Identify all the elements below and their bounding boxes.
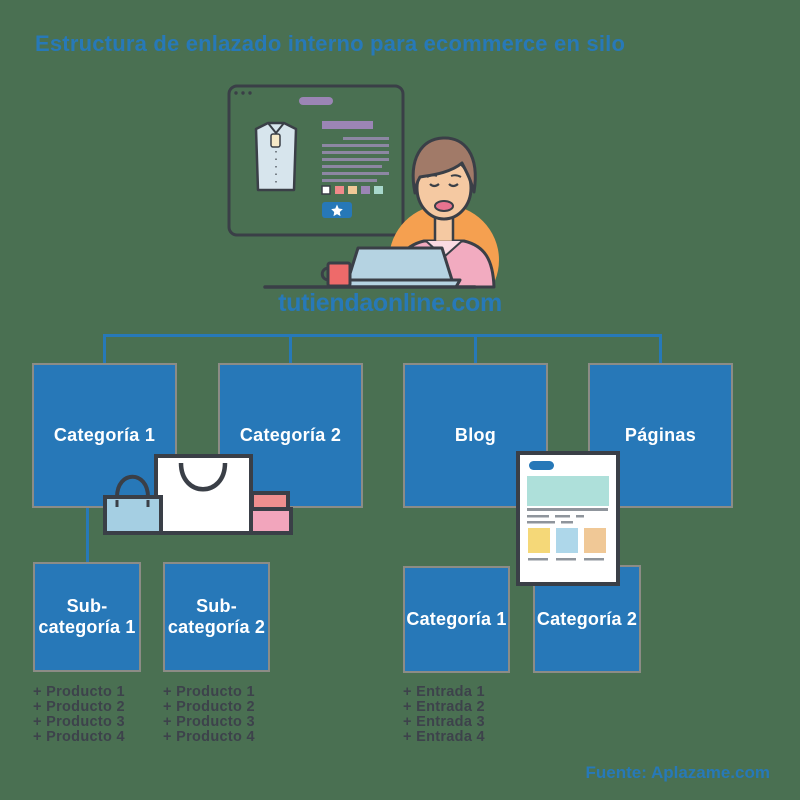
star-icon — [331, 204, 343, 217]
node-paginas: Páginas — [588, 363, 733, 508]
node-label: Sub- — [196, 596, 237, 616]
list-item: + Entrada 2 — [403, 699, 485, 715]
node-categoria-1: Categoría 1 — [32, 363, 177, 508]
color-swatches — [321, 185, 383, 195]
node-label: Blog — [454, 425, 497, 445]
product-list-1: + Producto 1 + Producto 2 + Producto 3 +… — [33, 685, 125, 745]
node-label: Categoría 2 — [536, 608, 638, 629]
list-item: + Producto 2 — [33, 699, 125, 715]
list-item: + Producto 1 — [33, 684, 125, 700]
node-label: Páginas — [624, 425, 697, 445]
node-label: Categoría 1 — [406, 609, 507, 629]
laptop-icon — [338, 246, 462, 289]
storefront-illustration — [227, 84, 499, 289]
node-blog-categoria-1: Categoría 1 — [403, 566, 510, 673]
page-title: Estructura de enlazado interno para ecom… — [35, 31, 626, 56]
product-list-2: + Producto 1 + Producto 2 + Producto 3 +… — [163, 685, 255, 745]
node-label: Categoría 1 — [53, 425, 156, 445]
connector-categoria2 — [289, 334, 292, 364]
node-label: categoría 2 — [167, 617, 266, 637]
list-item: + Producto 2 — [163, 699, 255, 715]
source-credit: Fuente: Aplazame.com — [585, 763, 770, 782]
blog-page-icon — [516, 451, 620, 586]
list-item: + Producto 1 — [163, 684, 255, 700]
browser-window-icon — [227, 84, 405, 237]
connector-categoria1 — [103, 334, 106, 364]
list-item: + Entrada 3 — [403, 714, 485, 730]
node-label: Sub- — [66, 596, 108, 616]
list-item: + Producto 4 — [33, 729, 125, 745]
tree-horizontal-connector — [103, 334, 662, 337]
connector-subcategoria1 — [86, 508, 89, 563]
connector-blog — [474, 334, 477, 364]
node-subcategoria-2: Sub- categoría 2 — [163, 562, 270, 672]
coffee-mug-icon — [320, 261, 352, 288]
connector-paginas — [659, 334, 662, 364]
website-domain: tutiendaonline.com — [278, 289, 502, 317]
list-item: + Entrada 1 — [403, 684, 485, 700]
shopping-bags-icon — [103, 454, 293, 535]
product-text-lines — [322, 121, 389, 182]
person-illustration — [263, 136, 499, 289]
list-item: + Entrada 4 — [403, 729, 485, 745]
buy-button — [322, 202, 352, 218]
list-item: + Producto 3 — [163, 714, 255, 730]
list-item: + Producto 3 — [33, 714, 125, 730]
node-subcategoria-1: Sub- categoría 1 — [33, 562, 141, 672]
shirt-icon — [254, 121, 298, 192]
node-label: Categoría 2 — [239, 425, 342, 445]
list-item: + Producto 4 — [163, 729, 255, 745]
node-label: categoría 1 — [38, 617, 136, 637]
entry-list: + Entrada 1 + Entrada 2 + Entrada 3 + En… — [403, 685, 485, 745]
